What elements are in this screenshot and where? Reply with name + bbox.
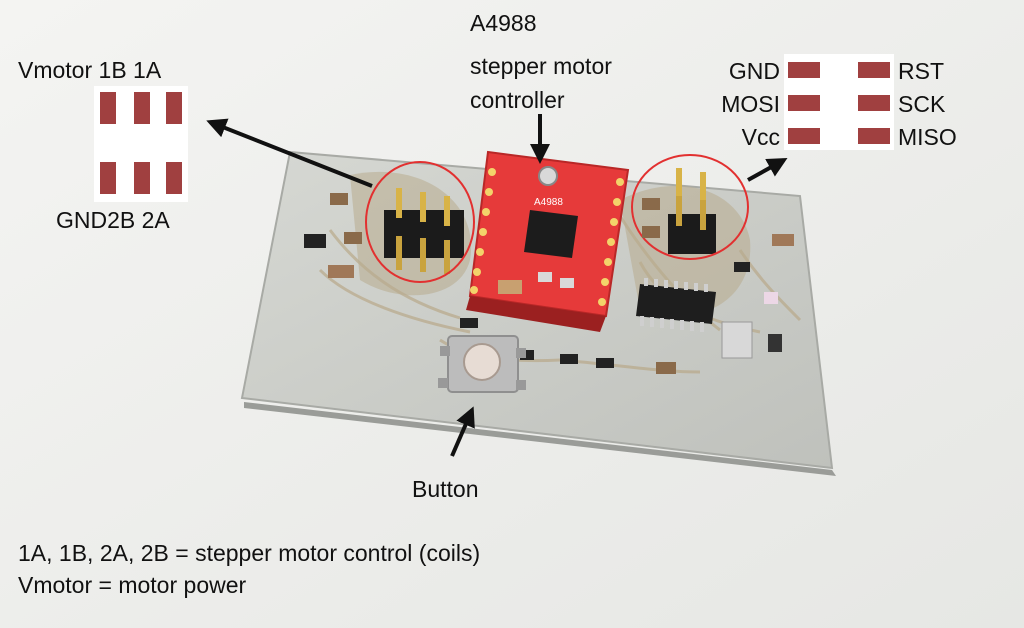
- isp-pin-label-mosi: MOSI: [721, 91, 780, 117]
- motor-pin-diagram: [94, 86, 188, 202]
- controller-label-line2: stepper motor: [470, 53, 612, 79]
- arrow-to-isp-pins: [747, 158, 788, 182]
- pad-miso: [858, 128, 890, 144]
- smd-res-5: [596, 358, 614, 368]
- isp-pin-label-vcc: Vcc: [741, 124, 780, 150]
- motor-pin-header: [384, 188, 464, 274]
- smd-cap-7: [656, 362, 676, 374]
- tactile-button: [438, 335, 526, 393]
- pad-2a: [166, 162, 182, 194]
- pad-1b: [134, 92, 150, 124]
- a4988-module: A4988: [466, 150, 630, 332]
- arrow-to-motor-pins: [206, 118, 373, 188]
- smd-cap-2: [344, 232, 362, 244]
- motor-header-highlight: [365, 161, 475, 283]
- isp-pin-label-rst: RST: [898, 58, 944, 84]
- arrow-to-button: [450, 406, 475, 457]
- pad-sck: [858, 95, 890, 111]
- pad-2b: [134, 162, 150, 194]
- pad-rst: [858, 62, 890, 78]
- isp-pin-label-miso: MISO: [898, 124, 957, 150]
- pad-vmotor: [100, 92, 116, 124]
- resonator: [721, 321, 753, 359]
- button-label: Button: [412, 476, 479, 502]
- smd-cap-5: [642, 226, 660, 238]
- isp-header-highlight: [631, 154, 749, 260]
- pad-vcc: [788, 128, 820, 144]
- smd-res-1: [734, 262, 750, 272]
- smd-res-2: [768, 334, 782, 352]
- board-shadow: [244, 402, 836, 476]
- pad-mosi: [788, 95, 820, 111]
- smd-cap-3: [328, 265, 354, 278]
- microcontroller-chip: [636, 278, 716, 332]
- motor-pins-top-label: Vmotor 1B 1A: [18, 57, 162, 83]
- smd-res-3: [520, 350, 534, 360]
- smd-led: [764, 292, 778, 304]
- smd-cap-4: [642, 198, 660, 210]
- pad-gnd-isp: [788, 62, 820, 78]
- controller-label-line3: controller: [470, 87, 565, 113]
- smd-res-6: [460, 318, 478, 328]
- isp-pin-label-sck: SCK: [898, 91, 946, 117]
- isp-pin-label-gnd: GND: [728, 58, 780, 84]
- isp-pin-diagram: [784, 54, 894, 150]
- legend-line-1: 1A, 1B, 2A, 2B = stepper motor control (…: [18, 540, 481, 566]
- motor-pins-bottom-label: GND2B 2A: [56, 207, 170, 233]
- a4988-chip-marking: A4988: [534, 197, 563, 208]
- smd-cap-6: [772, 234, 794, 246]
- pad-gnd: [100, 162, 116, 194]
- legend-line-2: Vmotor = motor power: [18, 572, 247, 598]
- smd-res-4: [560, 354, 578, 364]
- isp-pin-header: [668, 168, 716, 254]
- controller-label-line1: A4988: [470, 10, 537, 36]
- pad-1a: [166, 92, 182, 124]
- smd-cap-1: [330, 193, 348, 205]
- smd-diode: [304, 234, 326, 248]
